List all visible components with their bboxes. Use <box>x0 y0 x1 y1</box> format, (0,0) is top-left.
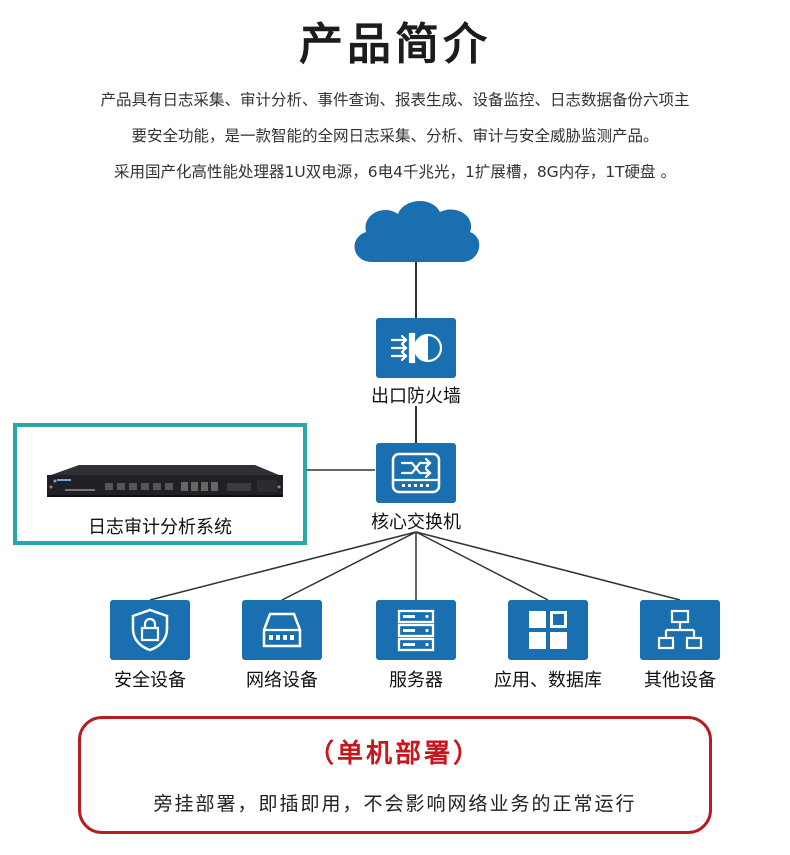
endpoint-other <box>640 600 720 660</box>
endpoint-label: 服务器 <box>389 670 443 691</box>
server-icon <box>397 609 435 652</box>
network-device-icon <box>262 612 302 648</box>
firewall-label: 出口防火墙 <box>371 386 461 407</box>
endpoint-label: 应用、数据库 <box>494 670 602 691</box>
switch-icon <box>391 452 441 494</box>
deployment-description: 旁挂部署，即插即用，不会影响网络业务的正常运行 <box>153 793 637 815</box>
endpoint-label: 其他设备 <box>644 670 716 691</box>
network-tree-icon <box>657 609 703 650</box>
endpoint-label: 网络设备 <box>246 670 318 691</box>
intro-line: 产品具有日志采集、审计分析、事件查询、报表生成、设备监控、日志数据备份六项主 <box>100 91 690 109</box>
core-switch-label: 核心交换机 <box>371 512 461 533</box>
apps-grid-icon <box>529 611 567 649</box>
intro-line: 要安全功能，是一款智能的全网日志采集、分析、审计与安全威胁监测产品。 <box>131 127 659 145</box>
endpoint-server <box>376 600 456 660</box>
firewall-node <box>376 318 456 378</box>
appliance-image <box>47 465 283 497</box>
endpoint-security <box>110 600 190 660</box>
deployment-box: （单机部署） 旁挂部署，即插即用，不会影响网络业务的正常运行 <box>78 716 712 834</box>
log-system-label: 日志审计分析系统 <box>88 517 232 538</box>
endpoint-label: 安全设备 <box>114 670 186 691</box>
intro-text: 产品具有日志采集、审计分析、事件查询、报表生成、设备监控、日志数据备份六项主 要… <box>20 82 770 190</box>
cloud-icon <box>354 200 480 262</box>
log-system-box: 日志审计分析系统 <box>13 423 307 545</box>
endpoint-apps <box>508 600 588 660</box>
endpoint-network <box>242 600 322 660</box>
intro-line: 采用国产化高性能处理器1U双电源，6电4千兆光，1扩展槽，8G内存，1T硬盘 。 <box>114 163 676 181</box>
core-switch-node <box>376 443 456 503</box>
firewall-icon <box>390 332 443 364</box>
fan-out-lines <box>149 531 681 601</box>
page-title: 产品简介 <box>299 19 491 70</box>
shield-lock-icon <box>131 608 169 652</box>
deployment-title: （单机部署） <box>307 739 482 769</box>
